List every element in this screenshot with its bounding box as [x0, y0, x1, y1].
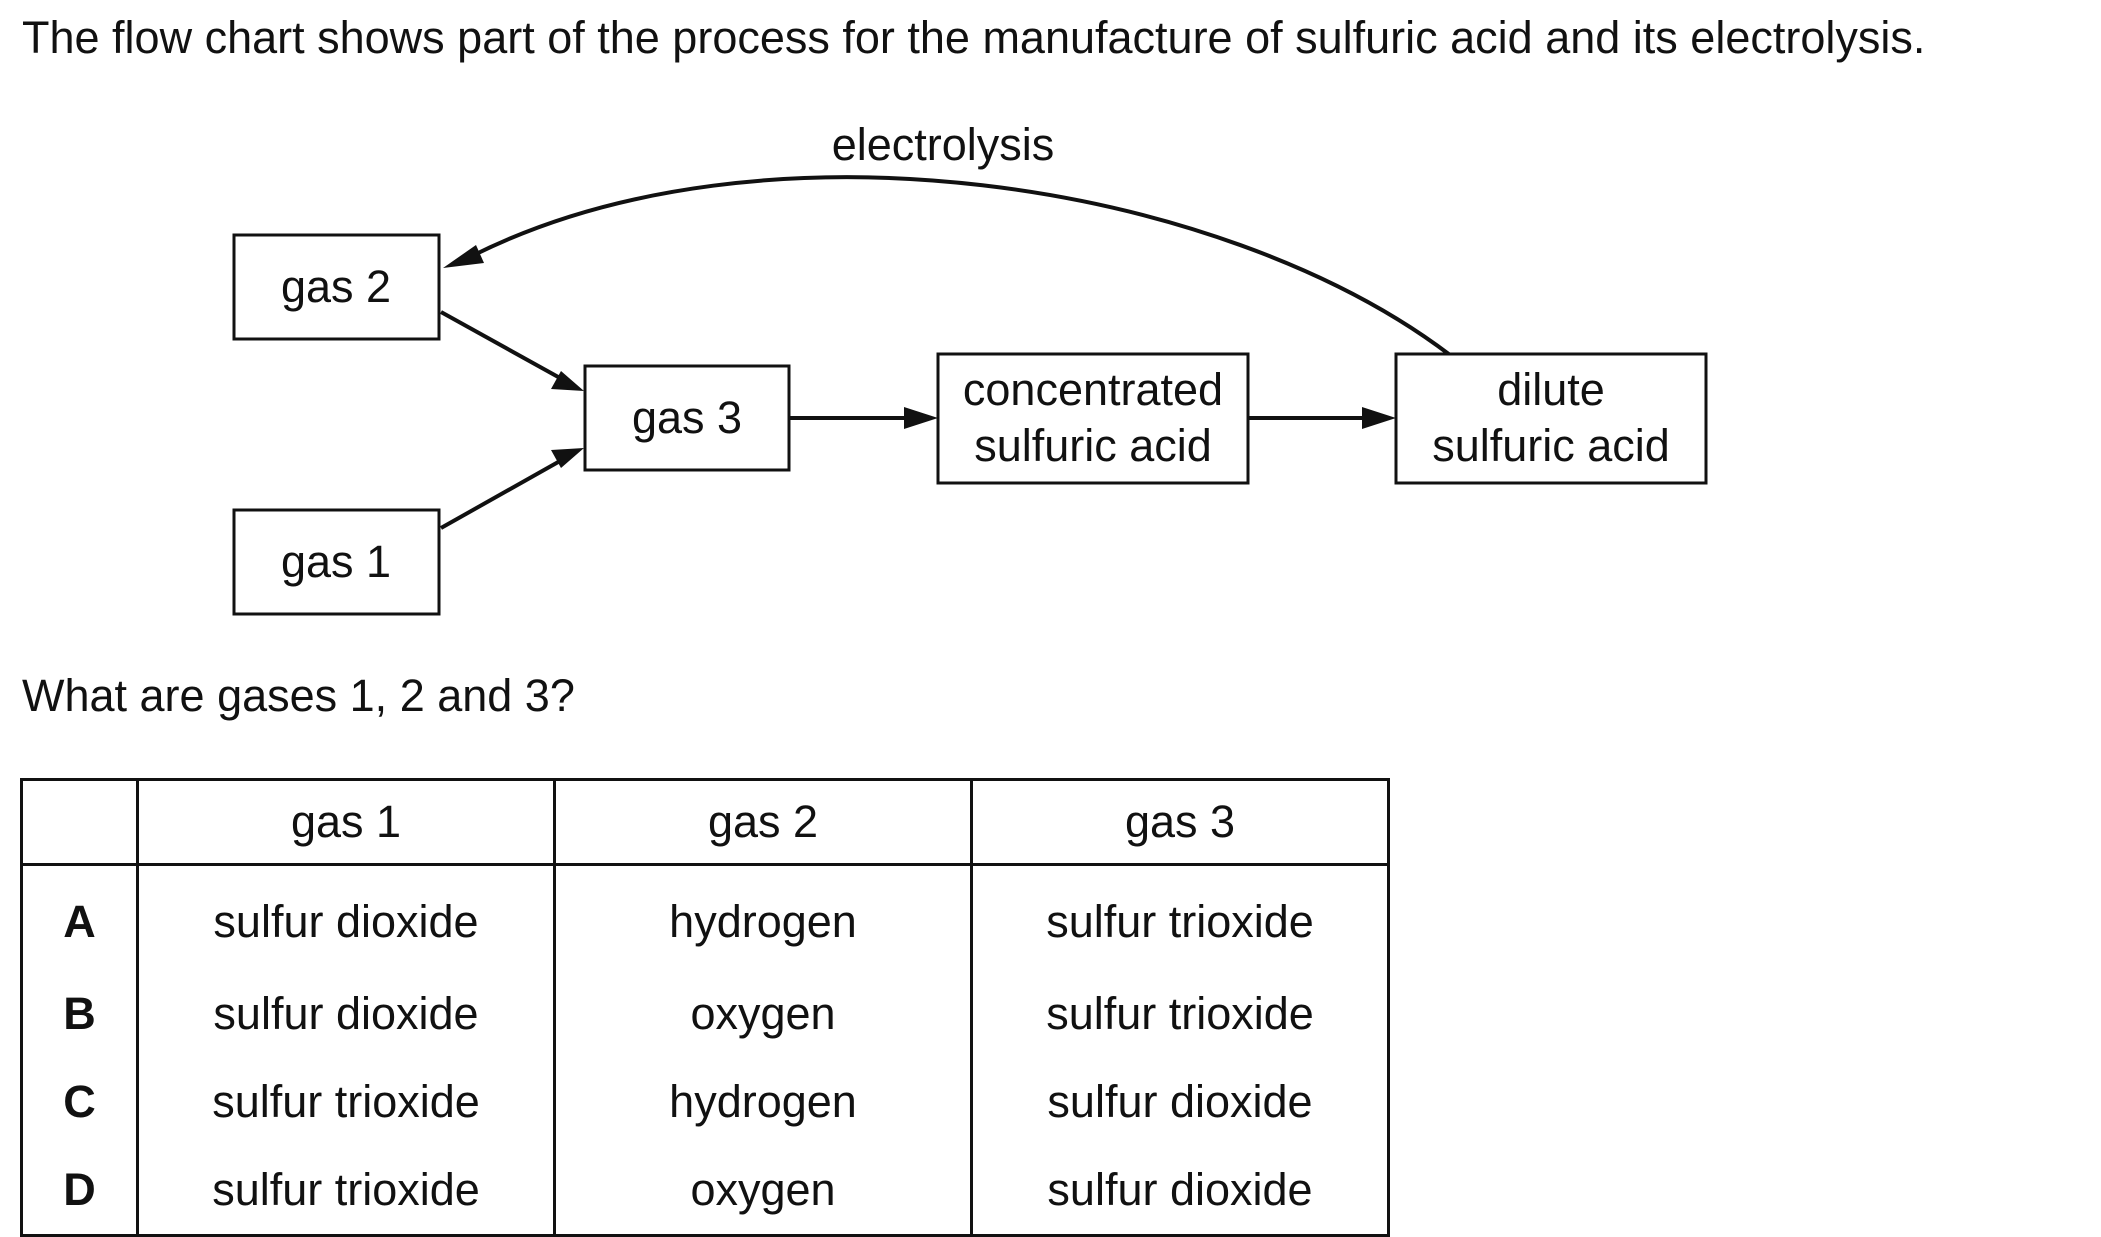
option-gas3: sulfur trioxide: [970, 864, 1390, 970]
gas2-to-gas3-arrow: [440, 310, 561, 380]
option-gas1: sulfur trioxide: [136, 1146, 556, 1237]
gas3-box: [583, 364, 791, 472]
concentrated-to-dilute-arrowhead: [1362, 407, 1396, 429]
gas2-to-gas3-arrowhead: [551, 371, 584, 391]
dilute-acid-line2: sulfuric acid: [1432, 420, 1670, 471]
gas3-to-concentrated-arrowhead: [904, 407, 938, 429]
option-gas2: oxygen: [553, 970, 973, 1058]
option-letter: A: [20, 864, 139, 970]
gas1-to-gas3-arrowhead: [551, 448, 584, 468]
option-gas2: oxygen: [553, 1146, 973, 1237]
answer-options-table: gas 1 gas 2 gas 3 A sulfur dioxide hydro…: [20, 778, 1390, 1237]
header-gas3: gas 3: [970, 778, 1390, 866]
option-letter: B: [20, 970, 139, 1058]
dilute-acid-box: [1394, 352, 1708, 485]
concentrated-acid-line2: sulfuric acid: [974, 420, 1212, 471]
option-gas3: sulfur dioxide: [970, 1058, 1390, 1146]
flow-chart: electrolysis gas 2 gas 1 gas 3 concentra…: [232, 119, 1708, 616]
option-gas1: sulfur dioxide: [136, 970, 556, 1058]
table-row: A sulfur dioxide hydrogen sulfur trioxid…: [20, 864, 1390, 970]
header-gas1: gas 1: [136, 778, 556, 866]
option-letter: D: [20, 1146, 139, 1237]
option-gas1: sulfur dioxide: [136, 864, 556, 970]
gas1-label: gas 1: [281, 536, 391, 587]
intro-text: The flow chart shows part of the process…: [22, 12, 1926, 63]
gas1-box: [232, 508, 441, 616]
option-gas2: hydrogen: [553, 1058, 973, 1146]
option-gas1: sulfur trioxide: [136, 1058, 556, 1146]
option-letter: C: [20, 1058, 139, 1146]
table-row: B sulfur dioxide oxygen sulfur trioxide: [20, 970, 1390, 1058]
gas1-to-gas3-arrow: [440, 459, 561, 530]
gas2-label: gas 2: [281, 261, 391, 312]
option-gas3: sulfur dioxide: [970, 1146, 1390, 1237]
question-text: What are gases 1, 2 and 3?: [22, 670, 575, 721]
gas2-box: [232, 233, 441, 341]
electrolysis-label: electrolysis: [832, 119, 1055, 170]
option-gas3: sulfur trioxide: [970, 970, 1390, 1058]
electrolysis-arrowhead: [443, 245, 484, 268]
table-row: C sulfur trioxide hydrogen sulfur dioxid…: [20, 1058, 1390, 1146]
dilute-acid-line1: dilute: [1497, 364, 1605, 415]
table-row: D sulfur trioxide oxygen sulfur dioxide: [20, 1146, 1390, 1237]
header-letter: [20, 778, 139, 866]
table-header-row: gas 1 gas 2 gas 3: [20, 778, 1390, 866]
gas3-label: gas 3: [632, 392, 742, 443]
concentrated-acid-line1: concentrated: [963, 364, 1223, 415]
option-gas2: hydrogen: [553, 864, 973, 970]
header-gas2: gas 2: [553, 778, 973, 866]
concentrated-acid-box: [936, 352, 1250, 485]
electrolysis-arrow: [469, 175, 1452, 357]
